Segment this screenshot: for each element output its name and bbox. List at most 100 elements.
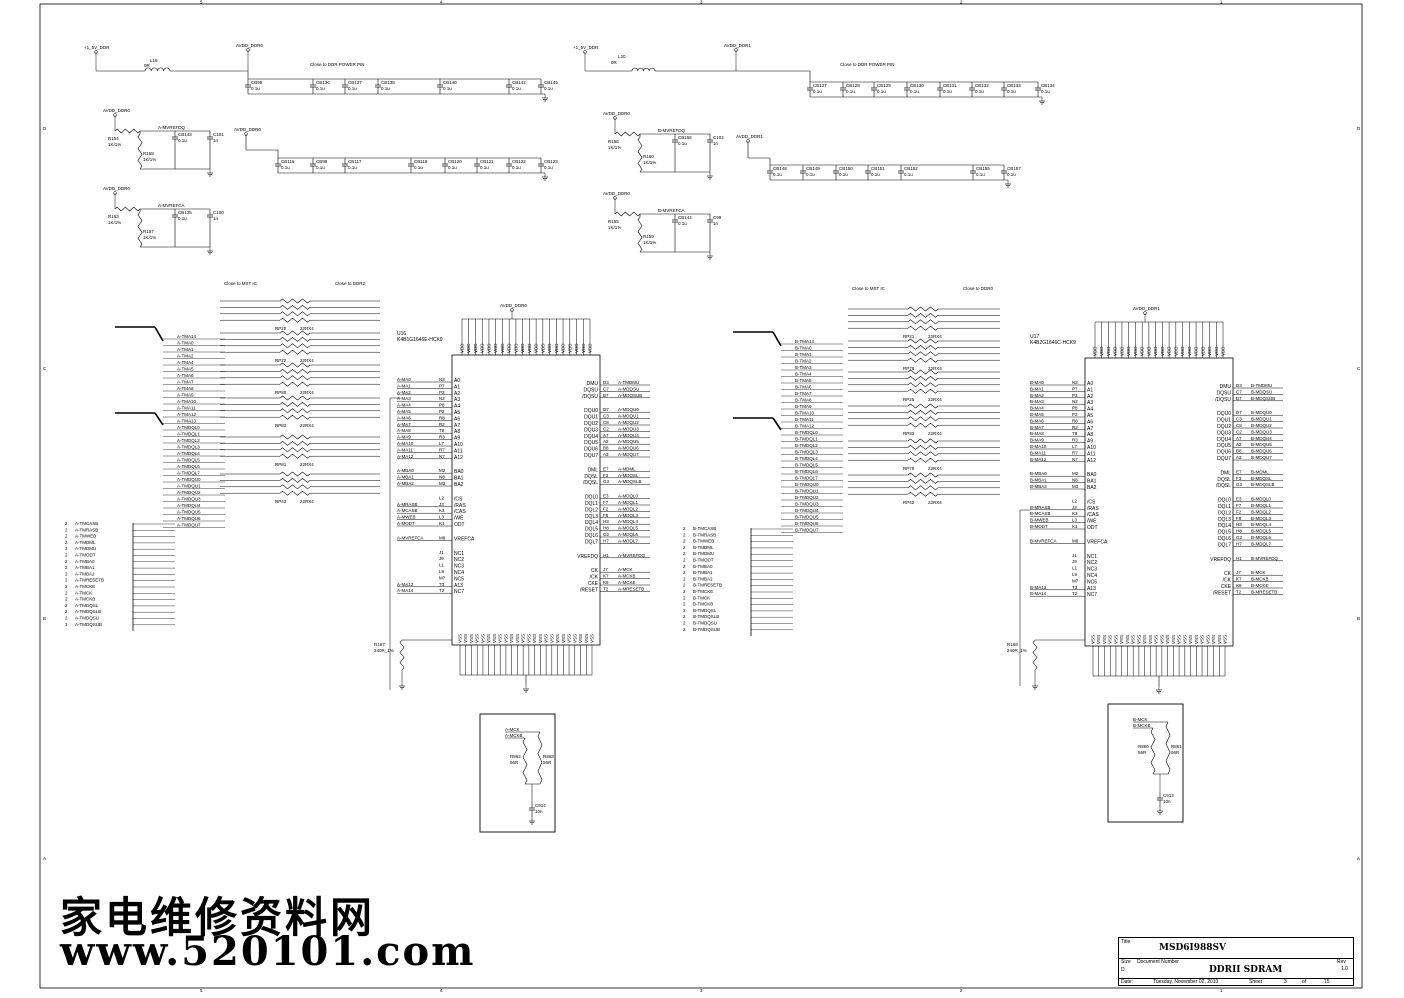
vdd-pin-label: VDD [588,343,593,353]
u16-net-label: A-TMDMU [618,380,639,385]
u16-pin-number: C3 [603,414,609,419]
u16-net-label: A-MDQSL [618,473,639,478]
vss-pin-label: VSS [480,634,485,643]
resistor-ref: R153 [108,214,119,219]
u17-pin-number: N8 [1072,478,1078,483]
u16-net-label: A-MDQU6 [618,446,639,451]
left-ctrl-signal: A-TMDQSLB [75,609,101,614]
left-ctrl-signal: A-TMBA0 [75,559,95,564]
termination-net: A-MCK [505,727,520,732]
u16-net-label: A-MA12 [397,454,414,459]
resistor-value: 1K/1% [643,240,656,245]
u16-pin-name: A12 [454,455,463,461]
cap-value: 0.1u [773,172,782,177]
u16-pin-number: M3 [439,481,446,486]
u17-pin-number: R8 [1072,418,1078,423]
right-close-ddr-note: Close to DDR0 [963,286,994,291]
size-label: Size [1121,959,1131,965]
u17-pin-name: /RESET [1213,590,1231,596]
resistor-pack-ref: RP42 [903,500,915,505]
u16-pin-number: R8 [439,415,445,420]
u17-pin-name: /DQSL [1216,483,1231,489]
u17-pin-name: DQL1 [1218,504,1231,510]
u17-pin-number: L3 [1072,518,1078,523]
u17-pin-number: H8 [1236,529,1242,534]
bus-index: 2 [65,590,68,595]
left-bus-signal: A-TMDQL1 [177,432,200,437]
u17-pin-name: DQSL [1217,477,1231,483]
right-ctrl-signal: B-TMDMU [693,551,714,556]
vdd-pin-label: VDD [1200,346,1205,356]
cap-value: 0.1u [877,89,886,94]
u17-net-label: B-MDQL4 [1251,522,1272,527]
u16-pin-number: L9 [439,569,445,574]
cap-value: 0.1u [678,221,687,226]
left-ctrl-signal: A-TMDQSUB [75,622,102,627]
vss-pin-label: VSS [1142,635,1147,644]
u17-pin-number: N3 [1072,380,1078,385]
cap-value: 0.1u [910,89,919,94]
vdd-pin-label: VDD [520,343,525,353]
u16-pin-number: F8 [603,513,609,518]
u16-pin-name: NC3 [454,564,464,570]
vss-pin-label: VSS [521,634,526,643]
vdd-pin-label: VDD [534,343,539,353]
vref-net-label: A-MVREFCA [158,203,185,208]
u16-net-label: A-MRESETB [618,586,644,591]
resistor-pack-ref: RP83 [903,431,915,436]
u16-pin-name: A9 [454,436,460,442]
bus-index: 2 [683,539,686,544]
right-ctrl-signal: B-TMRASB [693,532,716,537]
bus-index: 2 [683,532,686,537]
vref-cap: C102 [713,135,724,140]
resistor-value: 1K/1% [608,145,621,150]
cap-value: 0.1u [1007,172,1016,177]
bus-index: 2 [65,540,68,545]
vdd-pin-label: VDD [1113,346,1118,356]
u17-pin-name: DQL0 [1218,498,1231,504]
border-col-label: 3 [700,988,703,993]
vss-pin-label: VSS [475,634,480,643]
u16-pin-name: NC1 [454,551,464,557]
cap-value: 0.1u [544,86,553,91]
u17-pin-name: /CAS [1087,512,1099,518]
u16-net-label: A-MVREFDQ [618,553,645,558]
cap-value: 10n [1163,799,1171,804]
series-resistor [907,485,939,491]
right-bus-signal: B-TMA5 [795,378,812,383]
vss-pin-label: VSS [1119,635,1124,644]
left-bus-signal: A-TMDQL0 [177,425,200,430]
right-bus-signal: B-TMA3 [795,365,812,370]
u17-pin-number: L1 [1072,566,1078,571]
bus-index: 2 [65,584,68,589]
u16-net-label: A-MA0 [397,377,411,382]
vss-pin-label: VSS [458,634,463,643]
series-resistor [907,388,939,394]
vss-pin-label: VSS [1096,635,1101,644]
u16-net-label: A-MWEB [397,515,416,520]
right-bus-signal: B-TMDQU0 [795,482,819,487]
cap-value: 0.1u [178,138,187,143]
series-resistor [279,298,311,304]
resistor-value: 1K/1% [108,220,121,225]
u17-pin-number: K9 [1236,583,1242,588]
u16-pin-number: F7 [603,500,609,505]
right-bus-signal: B-TMDQL4 [795,456,818,461]
vref-divider-resistor [137,211,143,248]
u16-pin-name: NC2 [454,557,464,563]
resistor-pack-value: 22RX4 [928,366,942,371]
bus-index: 2 [683,583,686,588]
vdd-pin-label: VDD [561,343,566,353]
series-resistor [279,375,311,381]
decoupling-cap: CB131 [943,83,957,88]
rev-value: 1.0 [1341,966,1348,972]
bus-index: 2 [65,559,68,564]
u16-pin-name: A11 [454,448,463,454]
vss-pin-label: VSS [544,634,549,643]
vss-pin-label: VSS [486,634,491,643]
watermark-url: www.520101.com [60,928,476,975]
avdd-ddr0-mid: AVDD_DDR0 [234,127,261,132]
u16-pin-name: DQL1 [585,501,598,507]
left-bus-signal: A-TMA7 [177,380,194,385]
